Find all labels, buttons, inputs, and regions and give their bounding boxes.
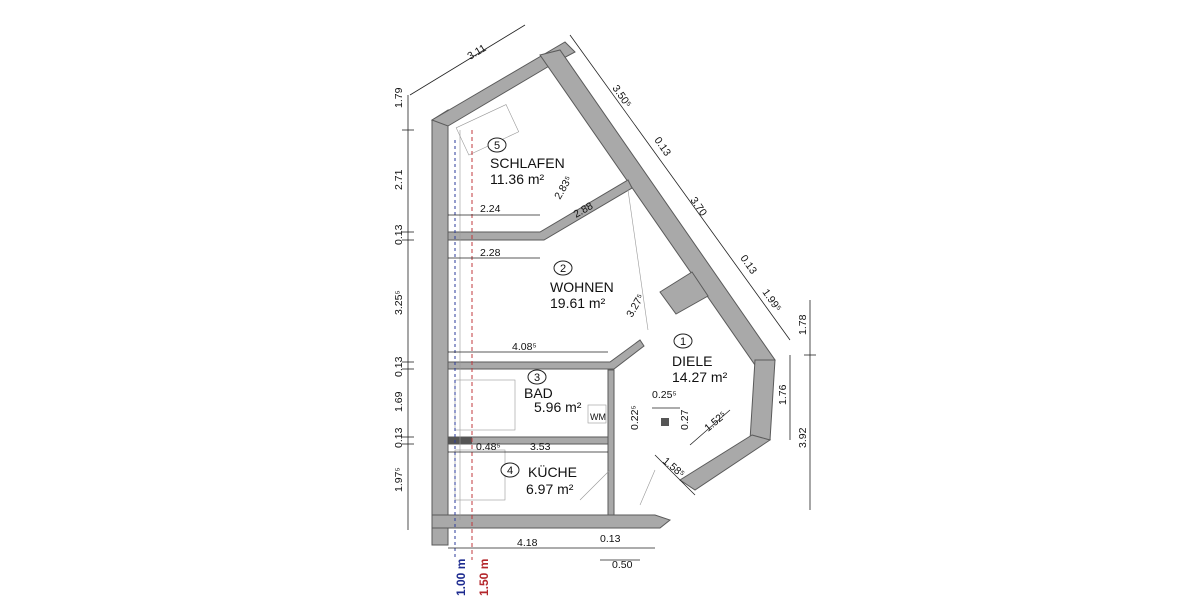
wall-wohnen-bad [447,339,645,370]
dim-inner-022: 0.22⁵ [629,405,641,430]
height-lines [454,130,473,560]
room-diele: 1 DIELE 14.27 m² [672,333,728,385]
wm-label: WM [590,412,606,422]
height-mark-red: 1.50 m [477,559,491,596]
room-name: WOHNEN [550,279,614,295]
dim-inner-048: 0.48⁵ [476,441,501,453]
dim-left-179: 1.79 [393,87,405,108]
room-area: 19.61 m² [550,295,606,311]
chimney [661,418,669,426]
room-name: BAD [524,385,553,401]
room-area: 6.97 m² [526,481,574,497]
room-kueche: 4 KÜCHE 6.97 m² [500,462,577,497]
dim-diag-013b: 0.13 [738,253,760,277]
dim-inner-283: 2.83⁵ [552,174,575,201]
dim-top-311: 3.11 [465,42,488,62]
wall-left [431,109,449,546]
height-mark-blue: 1.00 m [454,559,468,596]
room-name: DIELE [672,353,712,369]
room-area: 11.36 m² [490,171,545,187]
room-number: 2 [560,263,566,275]
dimension-lines [402,24,816,561]
room-number: 1 [680,336,686,348]
room-number: 5 [494,140,500,152]
wall-bottom [431,514,672,529]
room-number: 3 [534,372,540,384]
dim-diag-370: 3.70 [688,195,710,219]
room-name: SCHLAFEN [490,155,565,171]
dim-diag-199: 1.99⁵ [760,287,784,314]
dim-inner-353: 3.53 [530,441,551,453]
wall-wohnen-diele [659,271,709,315]
room-area: 5.96 m² [534,399,582,415]
room-number: 4 [507,465,513,477]
dim-left-013a: 0.13 [393,224,405,245]
dim-inner-408: 4.08⁵ [512,341,537,353]
dim-bottom-013: 0.13 [600,533,621,545]
dim-bottom-418: 4.18 [517,537,538,549]
dim-inner-152: 1.52⁵ [702,409,729,434]
dim-right-392: 3.92 [797,427,809,448]
dim-diag-350: 3.50⁵ [610,83,634,110]
dim-left-169: 1.69 [393,391,405,412]
dim-inner-158: 1.58⁵ [660,455,687,480]
dim-inner-224: 2.24 [480,203,501,215]
wall-lower-right [679,434,772,491]
room-bad: 3 BAD 5.96 m² [524,369,582,415]
walls [430,41,776,546]
wall-schlafen-wohnen [447,179,633,241]
wall-diele-left [607,369,615,516]
dim-left-271: 2.71 [393,169,405,190]
room-area: 14.27 m² [672,369,728,385]
dim-inner-027: 0.27 [679,409,691,430]
dim-left-197: 1.97⁵ [393,467,405,492]
room-schlafen: 5 SCHLAFEN 11.36 m² [487,137,565,187]
dim-diag-013a: 0.13 [652,135,674,159]
room-name: KÜCHE [528,463,577,480]
dim-inner-327: 3.27⁵ [624,292,647,319]
dim-left-325: 3.25⁵ [393,290,405,315]
dim-left-013b: 0.13 [393,356,405,377]
dim-right-178: 1.78 [797,314,809,335]
dim-inner-025: 0.25⁵ [652,389,677,401]
room-wohnen: 2 WOHNEN 19.61 m² [550,260,614,311]
dim-right-176: 1.76 [777,384,789,405]
dim-bottom-050: 0.50 [612,559,633,571]
dim-left-013c: 0.13 [393,427,405,448]
dim-inner-228: 2.28 [480,247,501,259]
wall-right [749,359,776,441]
